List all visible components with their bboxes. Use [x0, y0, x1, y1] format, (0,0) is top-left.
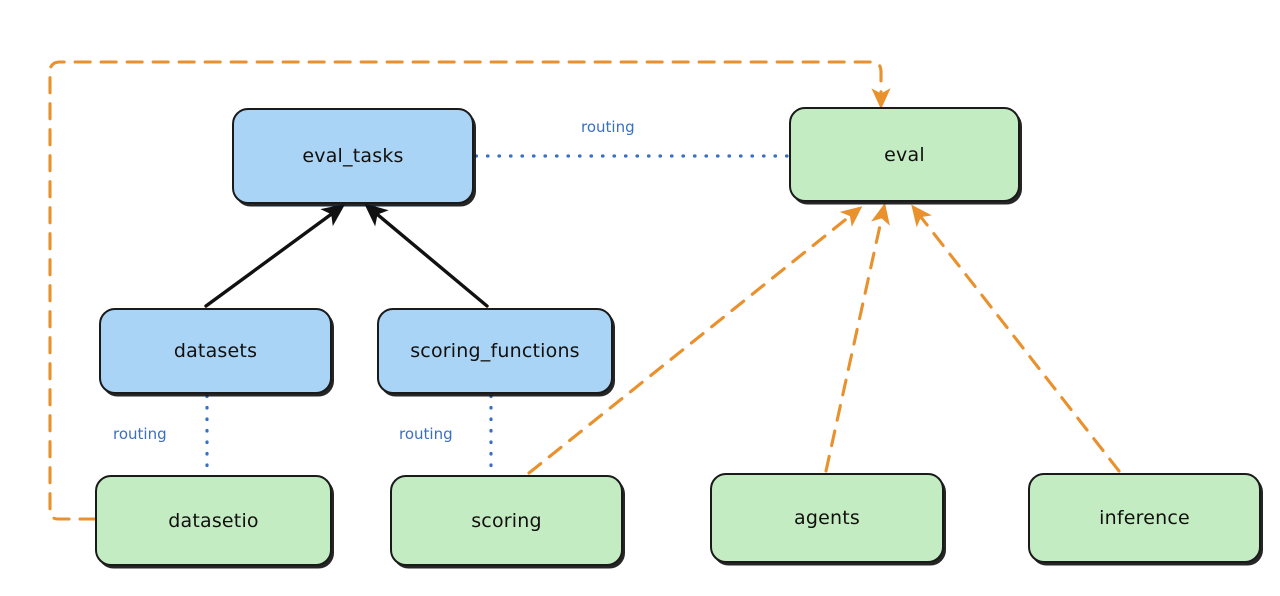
node-datasetio[interactable]: datasetio	[95, 475, 332, 566]
node-scoring-label: scoring	[471, 509, 542, 532]
node-inference-label: inference	[1099, 507, 1190, 529]
node-datasets-label: datasets	[173, 340, 258, 362]
node-inference[interactable]: inference	[1028, 473, 1261, 563]
node-agents[interactable]: agents	[710, 473, 944, 563]
edge-label-routing-datasets-datasetio: routing	[110, 425, 170, 443]
node-eval[interactable]: eval	[789, 107, 1020, 202]
node-scoring-functions-label: scoring_functions	[410, 340, 580, 362]
node-eval-tasks[interactable]: eval_tasks	[232, 108, 474, 204]
node-agents-label: agents	[794, 507, 860, 529]
edge-inference-to-eval	[911, 204, 1121, 473]
node-scoring[interactable]: scoring	[390, 475, 623, 566]
edge-label-routing-scoring-functions-scoring: routing	[396, 425, 456, 443]
edge-datasets-to-eval-tasks	[204, 203, 346, 308]
node-datasets[interactable]: datasets	[99, 308, 332, 394]
edge-label-routing-eval-tasks-eval: routing	[578, 118, 638, 136]
node-eval-label: eval	[884, 143, 925, 166]
edge-agents-to-eval	[824, 202, 890, 473]
node-scoring-functions[interactable]: scoring_functions	[377, 308, 613, 394]
edge-scoring-functions-to-eval-tasks	[364, 203, 489, 308]
node-eval-tasks-label: eval_tasks	[302, 145, 404, 167]
node-datasetio-label: datasetio	[168, 509, 259, 532]
